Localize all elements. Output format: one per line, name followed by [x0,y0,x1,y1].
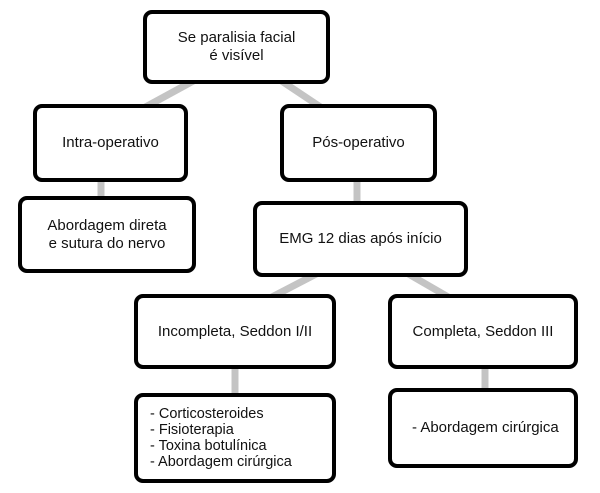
treatment-item-physiotherapy: - Fisioterapia [150,422,234,438]
root-line-2: é visível [209,47,264,64]
post-operative-node: Pós-operativo [280,104,437,182]
direct-approach-line-1: Abordagem direta [47,216,167,234]
root-line-1: Se paralisia facial [177,29,296,46]
emg-label: EMG 12 dias após início [279,230,442,247]
root-node: Se paralisia facial é visível [143,10,330,84]
complete-treatment-node: - Abordagem cirúrgica [388,388,578,468]
complete-seddon-node: Completa, Seddon III [388,294,578,369]
incomplete-seddon-node: Incompleta, Seddon I/II [134,294,336,369]
direct-approach-line-2: e sutura do nervo [48,234,166,252]
intra-operative-node: Intra-operativo [33,104,188,182]
complete-treatment-label: - Abordagem cirúrgica [412,419,559,436]
treatment-item-botulinum-toxin: - Toxina botulínica [150,438,267,454]
direct-approach-node: Abordagem direta e sutura do nervo [18,196,196,273]
emg-node: EMG 12 dias após início [253,201,468,277]
post-operative-label: Pós-operativo [312,134,405,151]
treatment-item-corticosteroids: - Corticosteroides [150,406,264,422]
incomplete-seddon-label: Incompleta, Seddon I/II [157,322,313,340]
treatment-item-surgical-approach: - Abordagem cirúrgica [150,454,292,470]
intra-operative-label: Intra-operativo [62,134,159,151]
complete-seddon-label: Completa, Seddon III [412,322,554,340]
incomplete-treatment-list: - Corticosteroides - Fisioterapia - Toxi… [134,393,336,483]
